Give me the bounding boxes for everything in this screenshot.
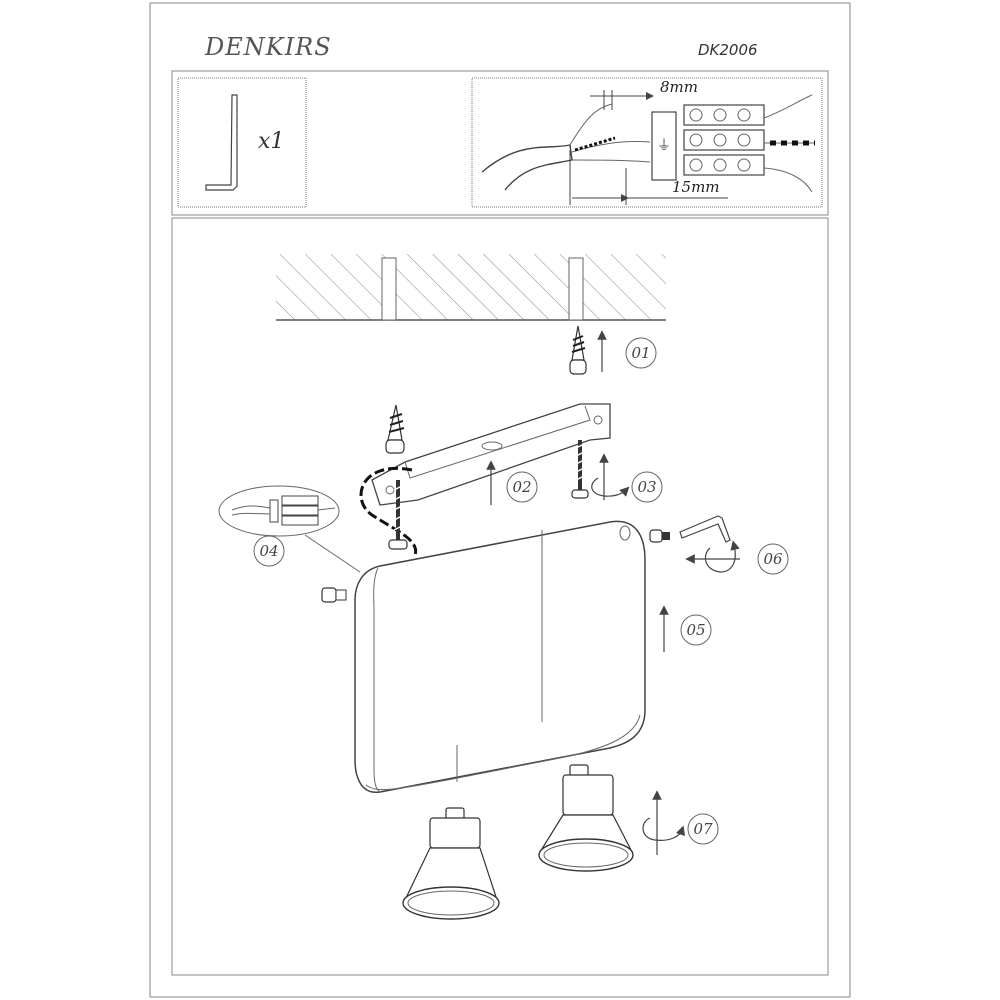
step-04-label: 04	[259, 542, 278, 560]
rotate-arrow-06	[704, 540, 740, 573]
allen-key-icon	[205, 94, 238, 191]
wire-top	[569, 103, 613, 146]
bulb-left	[402, 807, 500, 920]
callout-terminal-block	[231, 495, 336, 526]
side-set-screw	[321, 587, 347, 603]
strip-length-label: 8mm	[660, 78, 698, 96]
ceiling	[276, 254, 666, 320]
step-04-badge	[253, 535, 285, 567]
wall-plug	[569, 325, 587, 375]
step-02-badge	[506, 471, 538, 503]
callout-leader	[304, 534, 361, 573]
step-01-label: 01	[631, 344, 650, 362]
ceiling-hole-left	[381, 257, 397, 321]
step-07-label: 07	[693, 820, 713, 838]
step-02-label: 02	[512, 478, 531, 496]
cable-sheath	[481, 144, 573, 191]
parts-quantity: x1	[258, 129, 284, 154]
long-screw	[388, 480, 408, 550]
rotate-arrow-03	[591, 477, 630, 497]
step-05-badge	[680, 614, 712, 646]
main-panel	[171, 217, 829, 976]
parts-box	[177, 77, 307, 208]
step-05-label: 05	[686, 621, 705, 639]
terminal-block	[683, 104, 765, 176]
supply-cable	[359, 466, 418, 556]
wall-plug-bracket	[385, 404, 405, 454]
insulation-length-label: 15mm	[672, 178, 720, 196]
wire-mid	[571, 141, 651, 153]
model-number: DK2006	[698, 41, 758, 59]
ground-terminal	[651, 111, 677, 181]
wiring-box	[471, 77, 823, 208]
step-07-badge	[687, 813, 719, 845]
step-03-badge	[631, 471, 663, 503]
step-03-label: 03	[637, 478, 656, 496]
grub-screw	[649, 529, 670, 543]
allen-key-tool	[679, 515, 731, 543]
step-06-label: 06	[763, 550, 783, 568]
mounting-screw	[571, 440, 589, 499]
wire-strip	[574, 136, 616, 152]
brand-name: DENKIRS	[204, 33, 332, 61]
lamp-housing	[354, 520, 646, 793]
page-border	[149, 2, 851, 998]
rotate-arrow-07	[642, 817, 686, 841]
wire-bot	[571, 159, 651, 163]
bulb-right	[538, 764, 634, 872]
step-01-badge	[625, 337, 657, 369]
step-06-badge	[757, 543, 789, 575]
ground-icon: ⏚	[657, 138, 671, 154]
top-panel	[171, 70, 829, 216]
ceiling-hole-right	[568, 257, 584, 321]
terminal-callout	[218, 485, 340, 537]
